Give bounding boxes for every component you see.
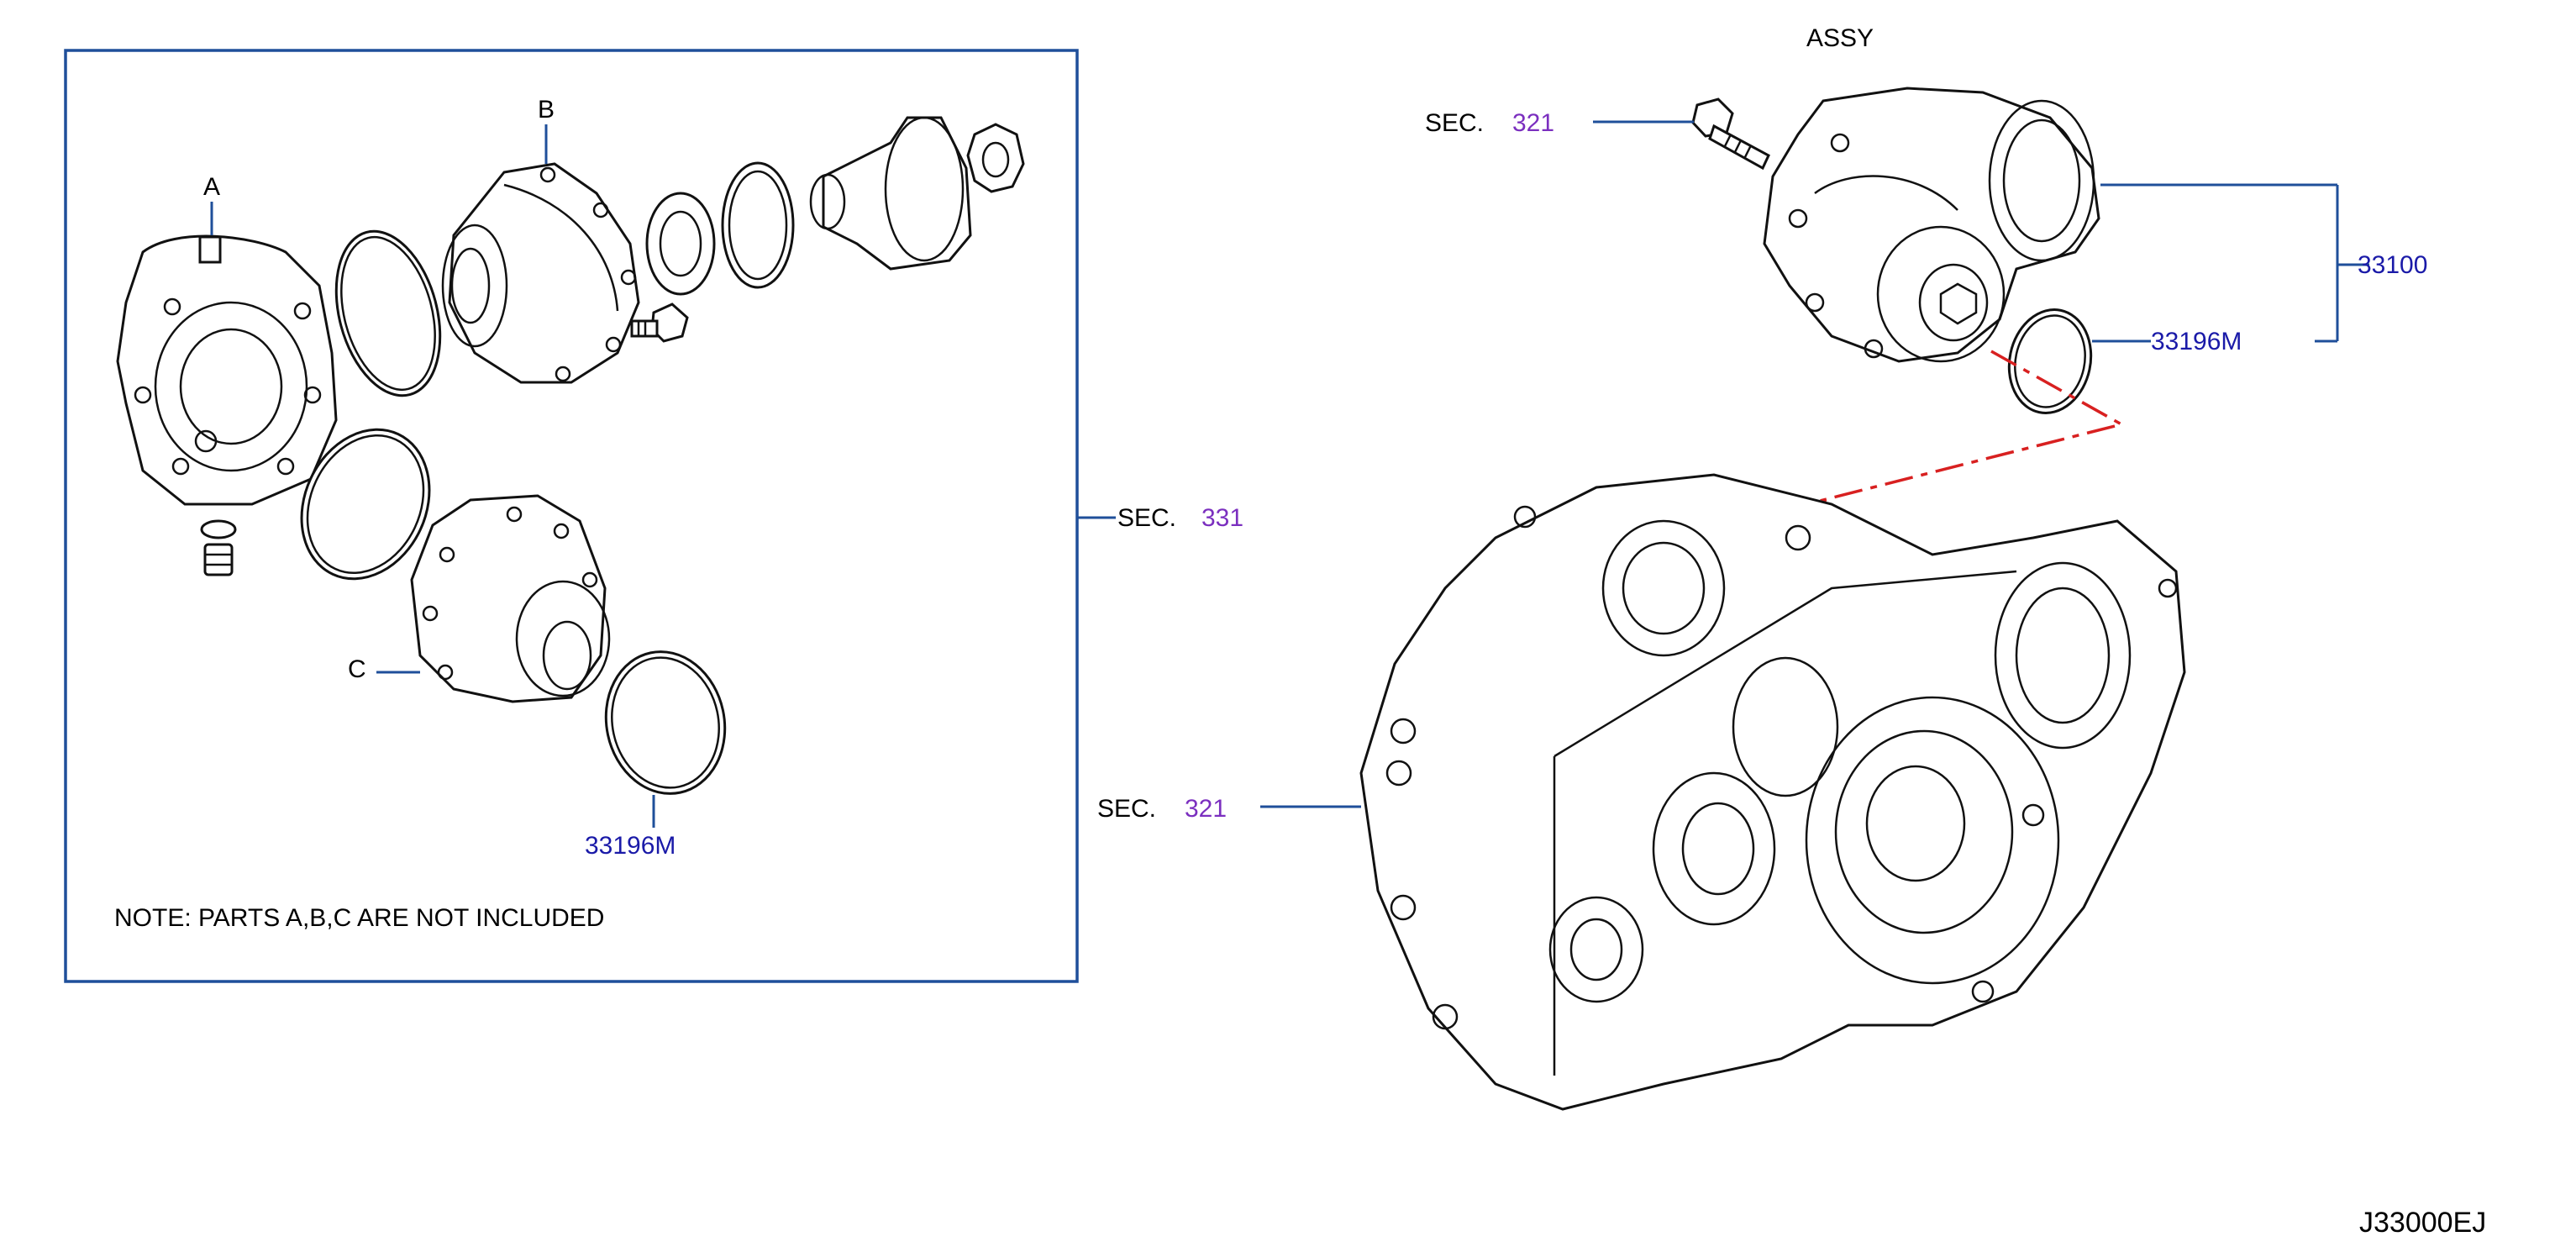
sec-321-top-link[interactable]: 321 xyxy=(1512,109,1554,137)
sec-331-prefix: SEC. xyxy=(1117,504,1176,532)
snap-ring xyxy=(721,161,795,289)
exploded-view-frame xyxy=(64,49,1079,983)
part-number-33100[interactable]: 33100 xyxy=(2358,251,2427,279)
part-number-33196m-right[interactable]: 33196M xyxy=(2151,328,2242,355)
part-c-drawing xyxy=(410,494,611,703)
part-number-33196m-left[interactable]: 33196M xyxy=(585,832,676,860)
sec-321-case-link[interactable]: 321 xyxy=(1185,795,1227,823)
part-b-drawing xyxy=(441,162,640,384)
ring-33196m-right xyxy=(2007,308,2093,414)
o-ring-2 xyxy=(300,428,431,581)
part-b-label[interactable]: B xyxy=(538,96,555,124)
drive-assembly-33100 xyxy=(1763,87,2100,363)
note-text: NOTE: PARTS A,B,C ARE NOT INCLUDED xyxy=(114,904,604,932)
seal-ring xyxy=(645,192,716,296)
ring-33196m-left xyxy=(604,650,727,795)
shaft-sleeve xyxy=(809,116,972,271)
part-c-label[interactable]: C xyxy=(348,655,366,683)
nut-small xyxy=(966,123,1025,193)
sec-321-top-prefix: SEC. xyxy=(1425,109,1484,137)
diagram-code: J33000EJ xyxy=(2359,1207,2486,1239)
part-a-drawing xyxy=(116,234,338,506)
sec-321-case-prefix: SEC. xyxy=(1097,795,1156,823)
assy-label: ASSY xyxy=(1806,24,1874,52)
o-ring-1 xyxy=(334,229,442,397)
bolt-left xyxy=(630,303,689,343)
part-a-label[interactable]: A xyxy=(203,173,220,201)
part-a-plug xyxy=(200,519,237,576)
transmission-case xyxy=(1359,473,2186,1111)
bolt-assy xyxy=(1691,97,1770,171)
sec-331-link[interactable]: 331 xyxy=(1201,504,1243,532)
